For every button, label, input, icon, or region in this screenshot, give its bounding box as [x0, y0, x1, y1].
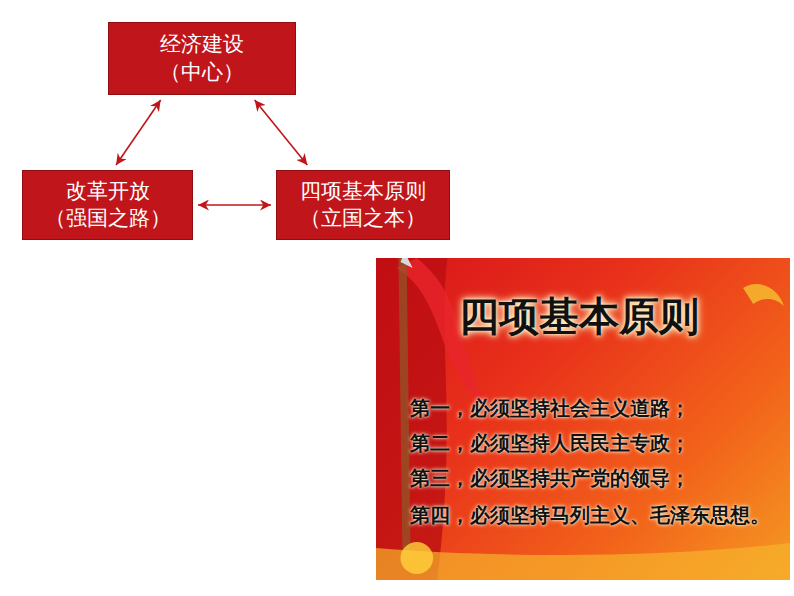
principle-line: 第四，必须坚持马列主义、毛泽东思想。 [410, 502, 770, 528]
principles-panel: 四项基本原则第一，必须坚持社会主义道路； 第二，必须坚持人民民主专政； 第三，必须坚… [376, 258, 790, 580]
double-arrow [255, 100, 308, 165]
double-arrow [198, 204, 271, 206]
process-box: 经济建设（中心） [108, 22, 296, 95]
box-subtitle: （中心） [160, 59, 244, 86]
double-arrow [116, 100, 161, 165]
box-subtitle: （强国之路） [45, 205, 171, 232]
box-heading: 四项基本原则 [300, 178, 426, 205]
principle-line: 第三，必须坚持共产党的领导； [410, 465, 690, 491]
principle-line: 第一，必须坚持社会主义道路； [410, 395, 690, 421]
process-box: 四项基本原则（立国之本） [276, 170, 450, 240]
box-heading: 经济建设 [160, 31, 244, 58]
box-subtitle: （立国之本） [300, 205, 426, 232]
principle-line: 第二，必须坚持人民民主专政； [410, 430, 690, 456]
panel-title: 四项基本原则 [376, 292, 782, 340]
box-heading: 改革开放 [66, 178, 150, 205]
process-box: 改革开放（强国之路） [22, 170, 193, 240]
